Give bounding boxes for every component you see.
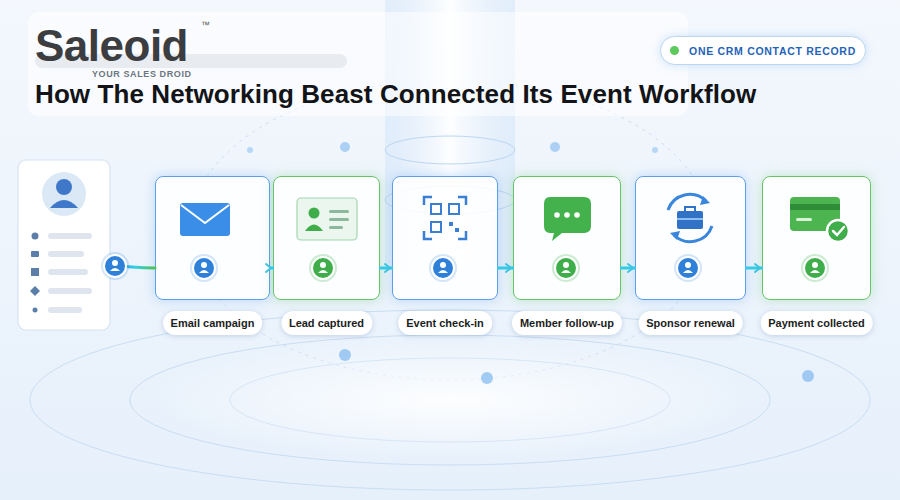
- header-bar: [35, 54, 347, 68]
- arrow-head: [755, 264, 760, 272]
- logo-mark: [147, 33, 153, 39]
- arrow-head: [385, 264, 390, 272]
- brand-tagline: YOUR SALES DROID: [92, 69, 192, 79]
- contact-card: [18, 160, 110, 330]
- brand-logo: Saleoid: [35, 24, 188, 68]
- pill-text: ONE CRM CONTACT RECORD: [670, 45, 856, 57]
- header-panel: [28, 12, 688, 116]
- contact-card-icon: [297, 198, 357, 240]
- envelope-icon: [180, 203, 230, 236]
- step-label: Payment collected: [760, 311, 873, 335]
- floor-glow: [150, 340, 750, 460]
- status-pill: ONE CRM CONTACT RECORD: [660, 36, 866, 65]
- payment-card-icon: [790, 197, 849, 242]
- step-label: Member follow-up: [512, 311, 622, 335]
- flow-connector: [745, 264, 763, 272]
- arrow-head: [628, 264, 633, 272]
- qr-scan-icon: [424, 197, 466, 239]
- renewal-briefcase-icon: [668, 194, 712, 241]
- step-label: Email campaign: [163, 311, 263, 335]
- trademark-mark: ™: [201, 20, 210, 30]
- person-nodes: [101, 252, 829, 282]
- step-label: Sponsor renewal: [638, 311, 743, 335]
- step-label: Lead captured: [281, 311, 372, 335]
- arrow-head: [506, 264, 511, 272]
- step-label: Event check-in: [398, 311, 492, 335]
- diagram-title: How The Networking Beast Connected Its E…: [35, 79, 756, 110]
- flow-line-segments: [115, 266, 815, 268]
- flow-connector: [620, 264, 636, 272]
- step-card: Email campaign: [155, 176, 270, 300]
- flow-connector: [497, 264, 514, 272]
- flow-connector: [379, 264, 393, 272]
- chat-bubble-icon: [544, 197, 591, 241]
- floating-bubbles: [247, 142, 814, 384]
